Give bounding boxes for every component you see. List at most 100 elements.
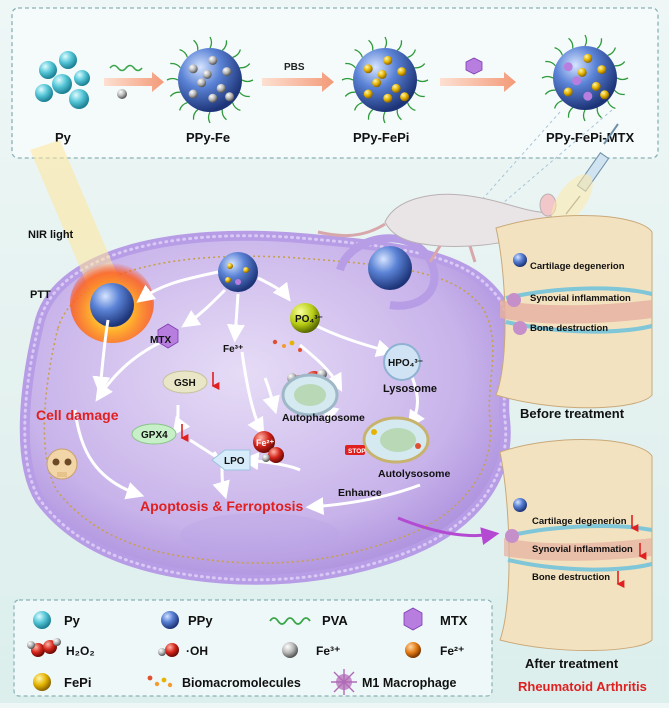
- pva-strand: [607, 100, 616, 110]
- gpx4-label: GPX4: [141, 430, 168, 441]
- pva-strand: [607, 47, 617, 56]
- fe3-icon: [117, 89, 127, 99]
- pva-strand: [614, 61, 626, 67]
- pva-strand: [166, 77, 179, 81]
- surface-dot: [577, 67, 587, 77]
- cell-nanoparticle: [218, 252, 258, 292]
- step-ppy-fepi-mtx-label: PPy-FePi-MTX: [546, 130, 634, 145]
- arrow-1: [104, 64, 164, 99]
- arrow-pbs: PBS: [262, 62, 334, 92]
- nir-beam: [30, 140, 154, 343]
- pva-strand: [614, 89, 625, 96]
- pva-strand: [545, 60, 556, 67]
- stop-sign: [345, 445, 365, 455]
- gsh-label: GSH: [174, 378, 196, 389]
- pva-strand: [179, 48, 188, 58]
- before-synovial-label: Synovial inflammation: [530, 293, 631, 304]
- surface-dot: [363, 89, 373, 99]
- surface-dot: [216, 83, 226, 93]
- mtx-label: MTX: [150, 335, 171, 346]
- pva-strand: [567, 107, 574, 118]
- legend-mtx: MTX: [440, 613, 468, 628]
- legend: Py PPy PVA MTX H₂O₂ ·OH Fe³⁺ Fe²⁺ FePi B…: [13, 599, 493, 697]
- pva-strand: [596, 107, 602, 119]
- joint-after: [499, 439, 653, 652]
- pva-strand: [382, 111, 386, 124]
- legend-fe2: Fe²⁺: [440, 644, 464, 658]
- pva-strand: [170, 62, 181, 69]
- after-cartilage-label: Cartilage degenerion: [532, 516, 627, 527]
- legend-m1-macrophage-icon: [331, 669, 357, 695]
- synthesis-panel: Py PPy-Fe PBS PPy-FePi: [11, 7, 659, 159]
- pva-strand: [407, 49, 417, 58]
- surface-dot: [188, 89, 198, 99]
- after-synovial-label: Synovial inflammation: [532, 544, 633, 555]
- legend-pva: PVA: [322, 613, 348, 628]
- pva-strand: [209, 36, 213, 49]
- pva-strand: [239, 91, 250, 98]
- skull-icon: [46, 448, 78, 480]
- fe2-label: Fe²⁺: [256, 438, 275, 448]
- oh-molecule: [262, 447, 284, 463]
- pva-strand: [367, 109, 374, 120]
- after-down-arrows: [616, 515, 647, 588]
- surface-dot: [188, 64, 198, 74]
- legend-ppy: PPy: [188, 613, 213, 628]
- po4-label: PO₄³⁻: [295, 314, 323, 325]
- legend-fe3: Fe³⁺: [316, 644, 340, 658]
- enhance-label: Enhance: [338, 487, 382, 499]
- legend-biomacro: Biomacromolecules: [182, 676, 301, 690]
- surface-dot: [391, 83, 401, 93]
- ptt-label: PTT: [30, 289, 51, 301]
- pva-strand: [568, 37, 574, 49]
- py-cluster: [35, 51, 90, 109]
- surface-dot: [597, 65, 607, 75]
- pva-strand: [584, 34, 588, 47]
- surface-dot: [208, 93, 218, 103]
- pva-strand: [221, 40, 228, 51]
- surface-dot: [372, 78, 382, 88]
- surface-dot: [583, 91, 593, 101]
- after-bone-label: Bone destruction: [532, 572, 610, 583]
- step-ppy-fepi-label: PPy-FePi: [353, 130, 409, 145]
- joint-before: [495, 215, 653, 409]
- surface-dot: [563, 87, 573, 97]
- surface-dot: [563, 62, 573, 72]
- autolysosome-label: Autolysosome: [378, 468, 451, 480]
- cell-damage-label: Cell damage: [36, 407, 119, 423]
- surface-dot: [225, 92, 235, 102]
- legend-fe2-icon: [405, 642, 421, 658]
- step-ppy-fe-label: PPy-Fe: [186, 130, 230, 145]
- legend-biomacro-icon: [147, 675, 173, 688]
- biomacro-dots: [272, 339, 302, 352]
- pva-strand: [232, 49, 242, 58]
- surface-dot: [202, 69, 212, 79]
- surface-dot: [222, 67, 232, 77]
- lysosome-icon: [383, 343, 421, 381]
- apoptosis-ferroptosis-label: Apoptosis & Ferroptosis: [140, 498, 304, 514]
- pva-strand: [221, 109, 227, 121]
- pva-strand: [193, 39, 199, 51]
- pva-strand: [241, 79, 254, 83]
- po4-icon: [290, 303, 320, 333]
- pva-strand: [354, 48, 363, 58]
- surface-dot: [400, 92, 410, 102]
- surface-dot: [197, 78, 207, 88]
- fe3-label: Fe³⁺: [223, 344, 243, 355]
- stop-label: STOP: [348, 448, 366, 455]
- pva-strand: [407, 102, 416, 112]
- legend-ppy-icon: [161, 611, 179, 629]
- pva-strand: [541, 75, 554, 79]
- lpo-label: LPO: [224, 456, 245, 467]
- pbs-label: PBS: [284, 62, 305, 73]
- legend-h2o2: H₂O₂: [66, 644, 95, 658]
- surface-dot: [572, 76, 582, 86]
- pva-strand: [544, 89, 556, 95]
- legend-h2o2-icon: [27, 638, 61, 657]
- after-treatment-caption: After treatment: [525, 656, 619, 671]
- ppy-fepi-particle: [341, 36, 429, 124]
- pva-strand: [368, 39, 374, 51]
- surface-dot: [591, 81, 601, 91]
